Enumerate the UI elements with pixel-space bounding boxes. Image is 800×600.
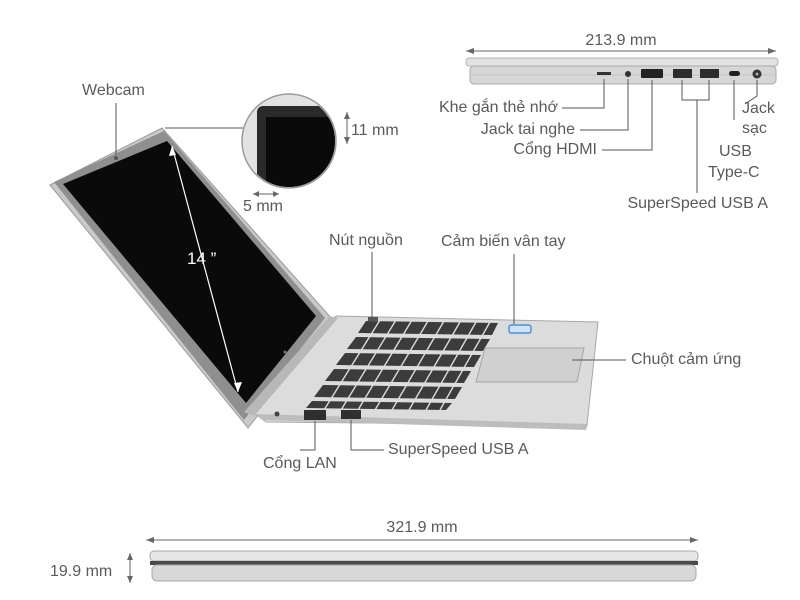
- webcam-dot: [114, 156, 118, 160]
- bezel-side-dimension: 5 mm: [243, 198, 283, 215]
- bezel-zoom: [241, 93, 337, 189]
- headphone-jack-label: Jack tai nghe: [480, 121, 575, 138]
- headphone-port: [625, 71, 631, 77]
- usb-a-port-2: [700, 69, 719, 78]
- bezel-top-dimension: 11 mm: [351, 122, 399, 139]
- webcam-label: Webcam: [82, 82, 145, 99]
- usb-c-label-line1: USB: [719, 143, 752, 160]
- usb-a-side-label: SuperSpeed USB A: [627, 195, 768, 212]
- usb-c-label-line2: Type-C: [708, 164, 760, 181]
- fingerprint-label: Cảm biến vân tay: [441, 233, 566, 250]
- keyboard: [306, 321, 498, 410]
- front-width-dimension: 321.9 mm: [386, 519, 458, 536]
- laptop-screen: [63, 141, 316, 403]
- card-slot-port: [597, 72, 611, 75]
- lan-port-label: Cổng LAN: [263, 455, 337, 472]
- lan-port: [304, 410, 326, 420]
- power-button-label: Nút nguồn: [329, 232, 403, 249]
- key-gaps: [323, 319, 491, 411]
- usb-a-port-1: [673, 69, 692, 78]
- usb-a-front-port: [341, 410, 361, 419]
- charging-jack-label-line1: Jack: [742, 100, 775, 117]
- card-slot-label: Khe gắn thẻ nhớ: [438, 99, 558, 116]
- side-view: [465, 48, 779, 193]
- touchpad: [475, 347, 585, 383]
- side-depth-dimension: 213.9 mm: [585, 32, 657, 49]
- front-view: [127, 537, 699, 583]
- charging-jack-label-line2: sạc: [742, 120, 767, 137]
- usb-c-port: [729, 71, 740, 76]
- touchpad-label: Chuột cảm ứng: [631, 351, 742, 368]
- power-button: [368, 317, 378, 321]
- screen-size-label: 14 ”: [187, 249, 217, 268]
- fingerprint-sensor: [508, 324, 532, 334]
- hdmi-port: [641, 69, 663, 78]
- usb-a-front-label: SuperSpeed USB A: [388, 441, 529, 458]
- screen-diagonal: [169, 145, 242, 393]
- hdmi-label: Cổng HDMI: [513, 141, 597, 158]
- front-height-dimension: 19.9 mm: [50, 563, 113, 580]
- laptop-main-view: [49, 127, 599, 430]
